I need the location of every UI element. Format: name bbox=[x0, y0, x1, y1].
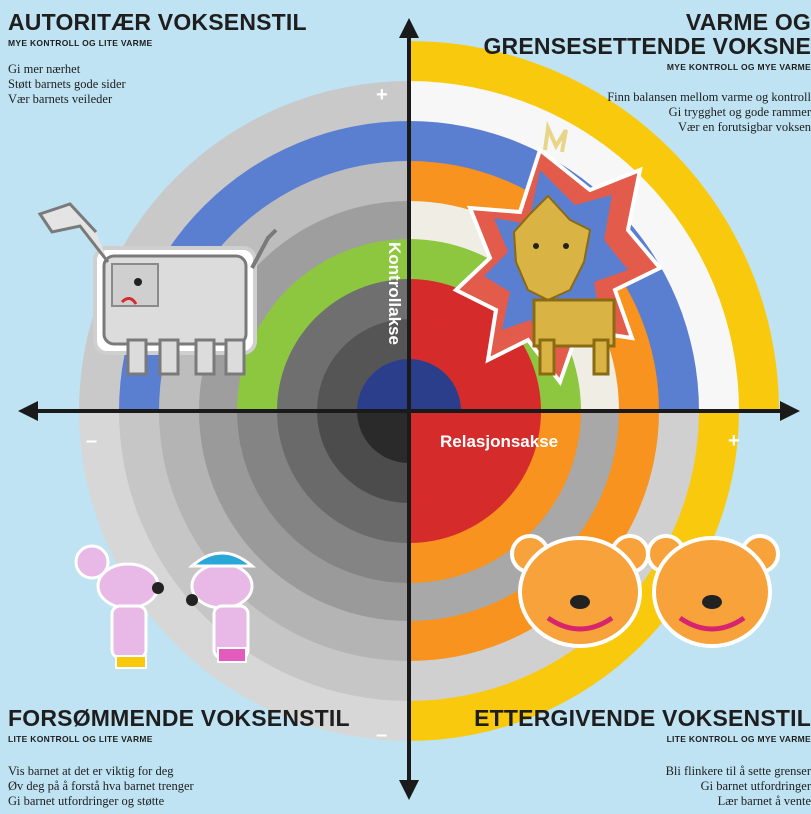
tip: Gi mer nærhet bbox=[8, 62, 81, 76]
elephant-illustration bbox=[37, 202, 278, 376]
relation-axis-label: Relasjonsakse bbox=[440, 432, 559, 451]
quadrant-subtitle: MYE KONTROLL OG LITE VARME bbox=[8, 38, 153, 48]
minus-sign-bottom: – bbox=[376, 724, 388, 746]
tip: Bli flinkere til å sette grenser bbox=[665, 764, 811, 778]
tip: Vær barnets veileder bbox=[8, 92, 113, 106]
tip: Lær barnet å vente bbox=[717, 794, 811, 808]
quadrant-authoritarian: AUTORITÆR VOKSENSTIL MYE KONTROLL OG LIT… bbox=[8, 10, 307, 107]
minus-sign-left: – bbox=[86, 430, 98, 452]
tip: Vær en forutsigbar voksen bbox=[678, 120, 811, 134]
quadrant-title-line2: GRENSESETTENDE VOKSNE bbox=[483, 33, 811, 59]
quadrant-title: ETTERGIVENDE VOKSENSTIL bbox=[474, 705, 811, 731]
bears-illustration bbox=[510, 534, 780, 648]
plus-sign-top: + bbox=[376, 84, 388, 106]
quadrant-warm-boundary-setting: VARME OG GRENSESETTENDE VOKSNE MYE KONTR… bbox=[451, 10, 811, 135]
lion-illustration bbox=[452, 120, 664, 387]
quadrant-tips: Finn balansen mellom varme og kontroll G… bbox=[451, 90, 811, 135]
tip: Gi barnet utfordringer bbox=[700, 779, 811, 793]
quadrant-tips: Bli flinkere til å sette grenser Gi barn… bbox=[451, 764, 811, 809]
quadrant-subtitle: LITE KONTROLL OG MYE VARME bbox=[666, 734, 811, 744]
tip: Øv deg på å forstå hva barnet trenger bbox=[8, 779, 194, 793]
quadrant-title: AUTORITÆR VOKSENSTIL bbox=[8, 9, 307, 35]
plus-sign-right: + bbox=[728, 430, 740, 452]
quadrant-permissive: ETTERGIVENDE VOKSENSTIL LITE KONTROLL OG… bbox=[451, 706, 811, 809]
tip: Vis barnet at det er viktig for deg bbox=[8, 764, 174, 778]
quadrant-subtitle: LITE KONTROLL OG LITE VARME bbox=[8, 734, 153, 744]
control-axis-label: Kontrollakse bbox=[385, 242, 404, 345]
tip: Gi trygghet og gode rammer bbox=[668, 105, 811, 119]
quadrant-title: FORSØMMENDE VOKSENSTIL bbox=[8, 705, 350, 731]
tip: Gi barnet utfordringer og støtte bbox=[8, 794, 165, 808]
mice-illustration bbox=[74, 544, 257, 669]
quadrant-neglectful: FORSØMMENDE VOKSENSTIL LITE KONTROLL OG … bbox=[8, 706, 350, 809]
tip: Finn balansen mellom varme og kontroll bbox=[607, 90, 811, 104]
quadrant-tips: Vis barnet at det er viktig for deg Øv d… bbox=[8, 764, 350, 809]
quadrant-subtitle: MYE KONTROLL OG MYE VARME bbox=[666, 62, 811, 72]
tip: Støtt barnets gode sider bbox=[8, 77, 126, 91]
quadrant-tips: Gi mer nærhet Støtt barnets gode sider V… bbox=[8, 62, 307, 107]
quadrant-title-line1: VARME OG bbox=[685, 9, 811, 35]
